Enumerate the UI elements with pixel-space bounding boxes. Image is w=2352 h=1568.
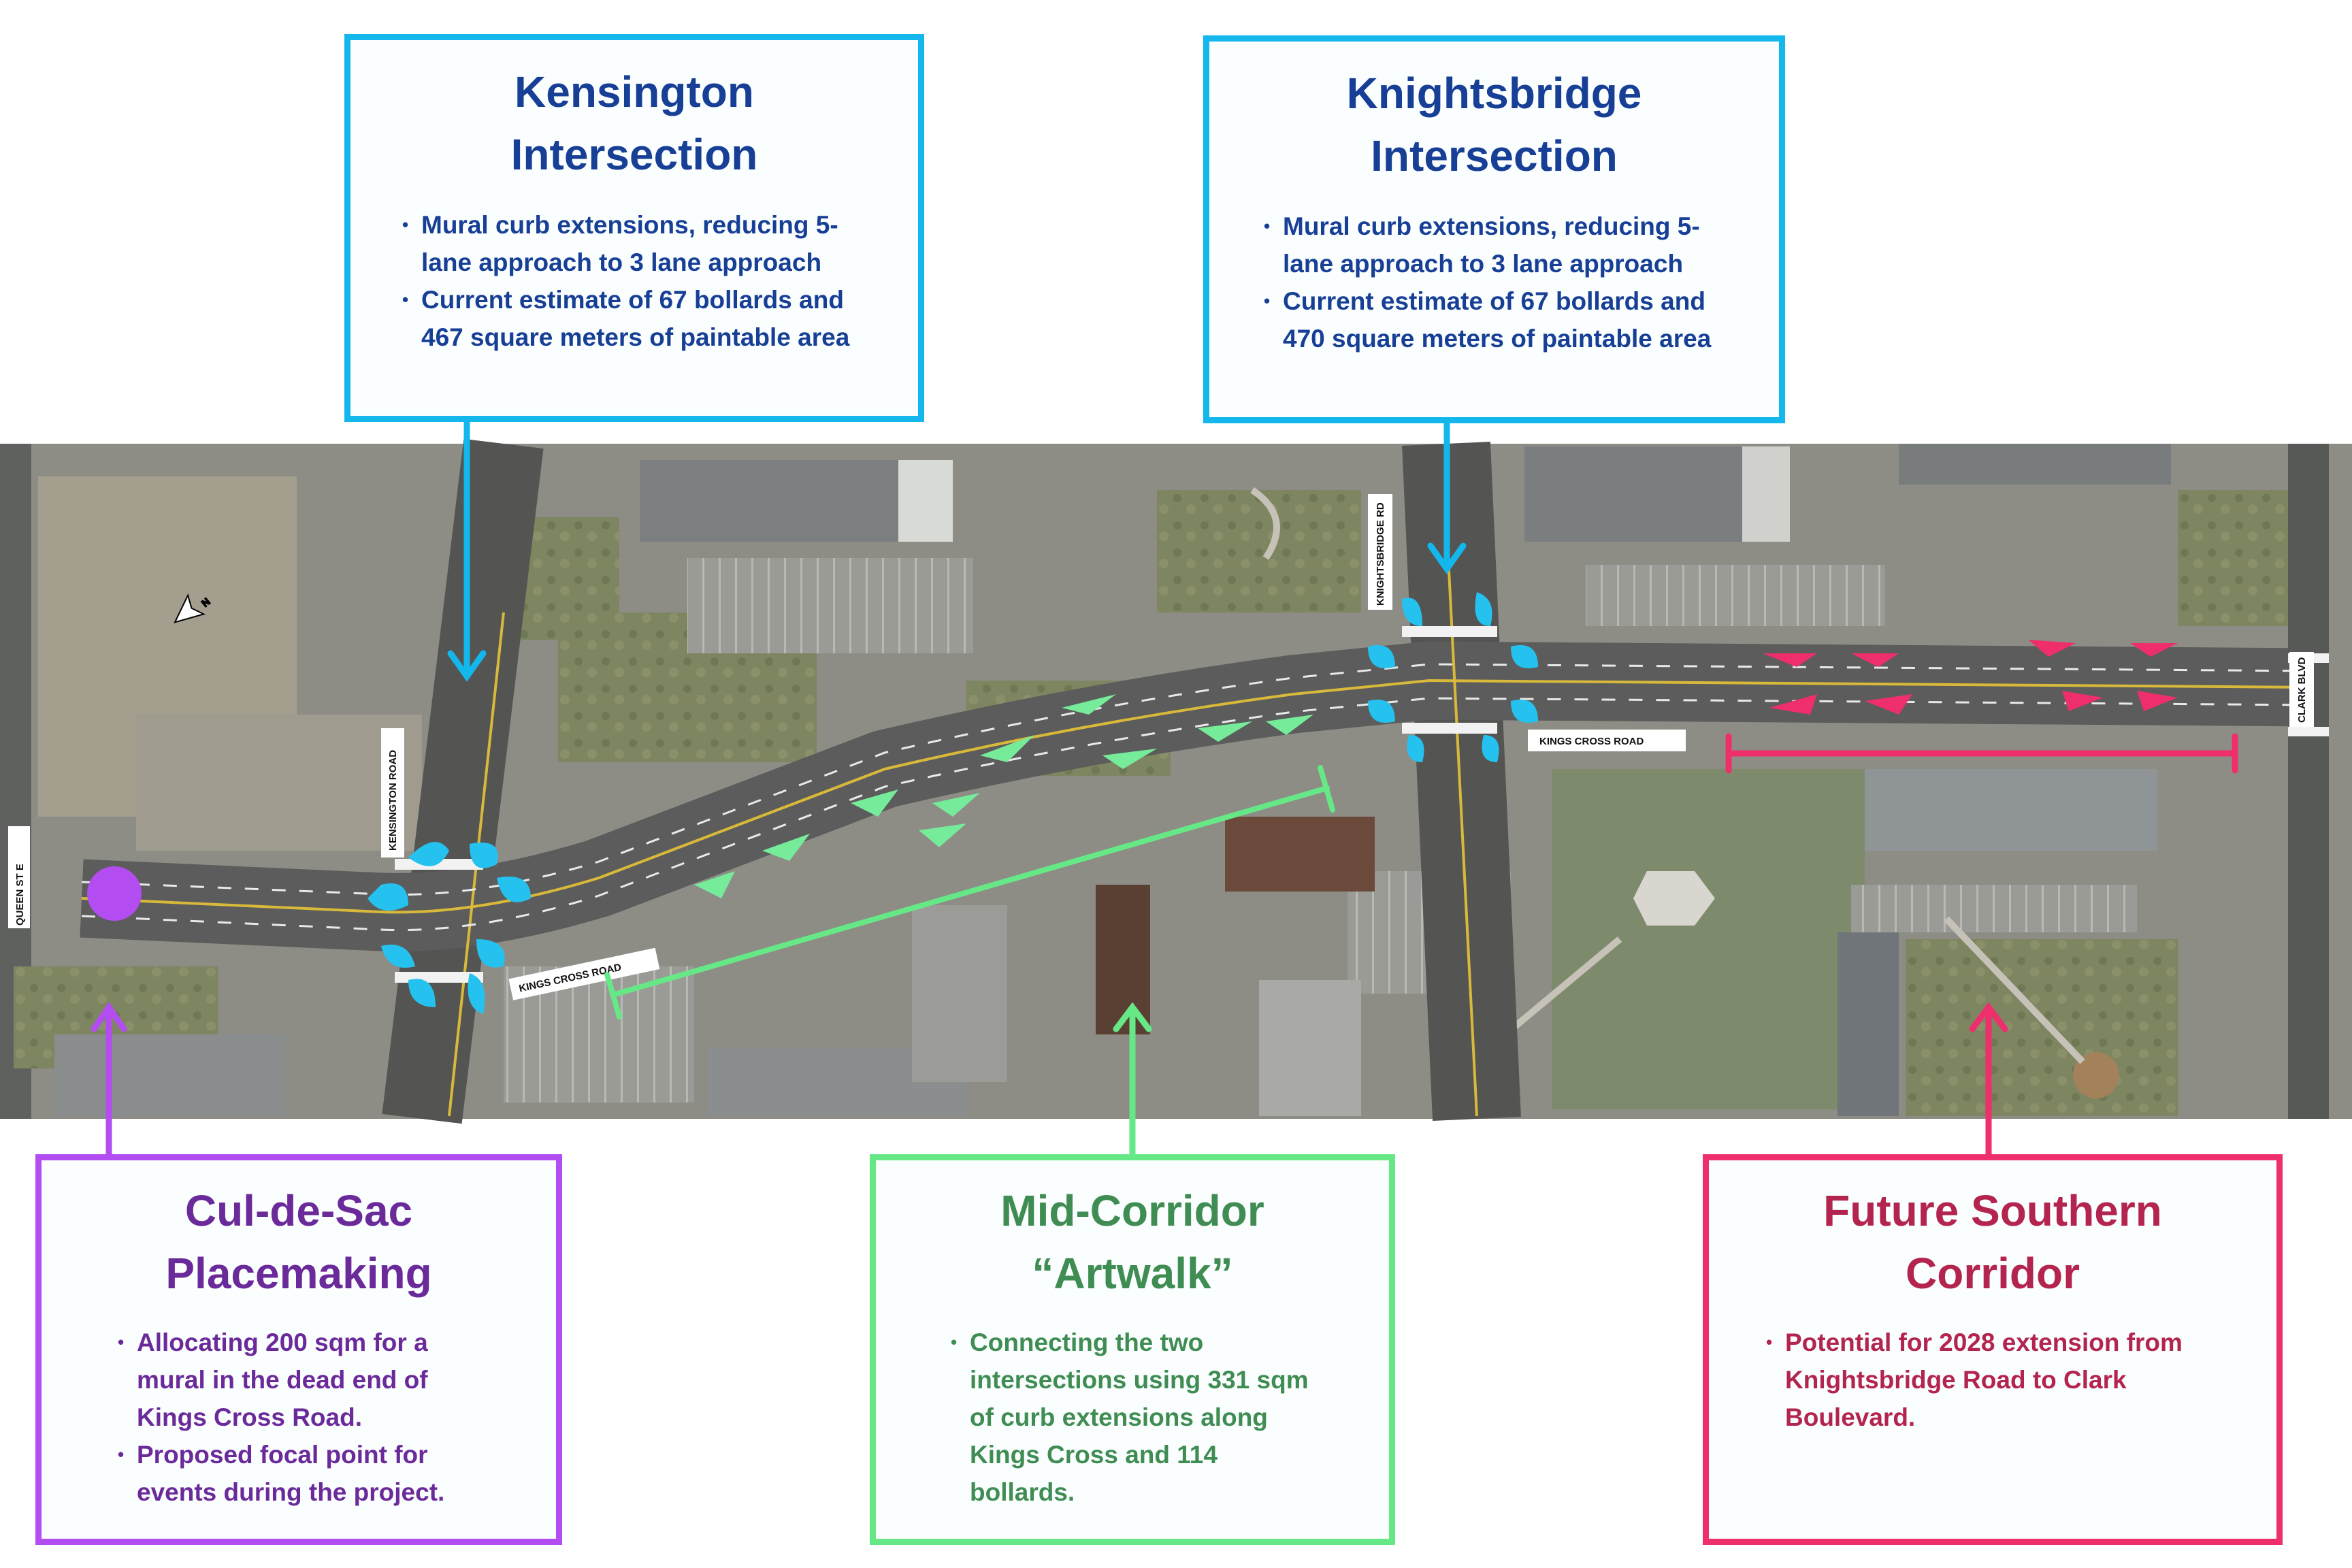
artwalk-curb-extensions (694, 694, 1313, 898)
future-bullet-1: Potential for 2028 extension fromKnights… (1766, 1324, 2276, 1436)
road-network (80, 438, 2329, 1124)
knightsbridge-curb-extensions (1368, 592, 1538, 762)
clark-blvd-label: CLARK BLVD (2296, 657, 2308, 723)
mid-corridor-artwalk-callout: Mid-Corridor“Artwalk” Connecting the two… (870, 1154, 1395, 1545)
kensington-bullets: Mural curb extensions, reducing 5-lane a… (402, 206, 918, 356)
future-corridor-markings (1763, 640, 2178, 715)
mid-corridor-title: Mid-Corridor“Artwalk” (1000, 1186, 1264, 1298)
queen-st-e-label: QUEEN ST E (14, 864, 26, 926)
knightsbridge-bullets: Mural curb extensions, reducing 5-lane a… (1264, 208, 1779, 357)
knightsbridge-bullet-1: Mural curb extensions, reducing 5-lane a… (1264, 208, 1779, 282)
callout-connectors (91, 419, 2238, 1160)
kings-cross-road-label-east: KINGS CROSS ROAD (1539, 736, 1644, 747)
road-labels: KENSINGTON ROAD KNIGHTSBRIDGE RD QUEEN S… (8, 494, 2314, 1000)
kensington-curb-extensions (368, 842, 531, 1014)
kensington-bullet-1: Mural curb extensions, reducing 5-lane a… (402, 206, 918, 281)
future-bullets: Potential for 2028 extension fromKnights… (1766, 1324, 2276, 1436)
knightsbridge-rd-label: KNIGHTSBRIDGE RD (1375, 502, 1386, 606)
cul-de-sac-marker (87, 866, 142, 921)
kensington-road-label: KENSINGTON ROAD (387, 750, 399, 851)
